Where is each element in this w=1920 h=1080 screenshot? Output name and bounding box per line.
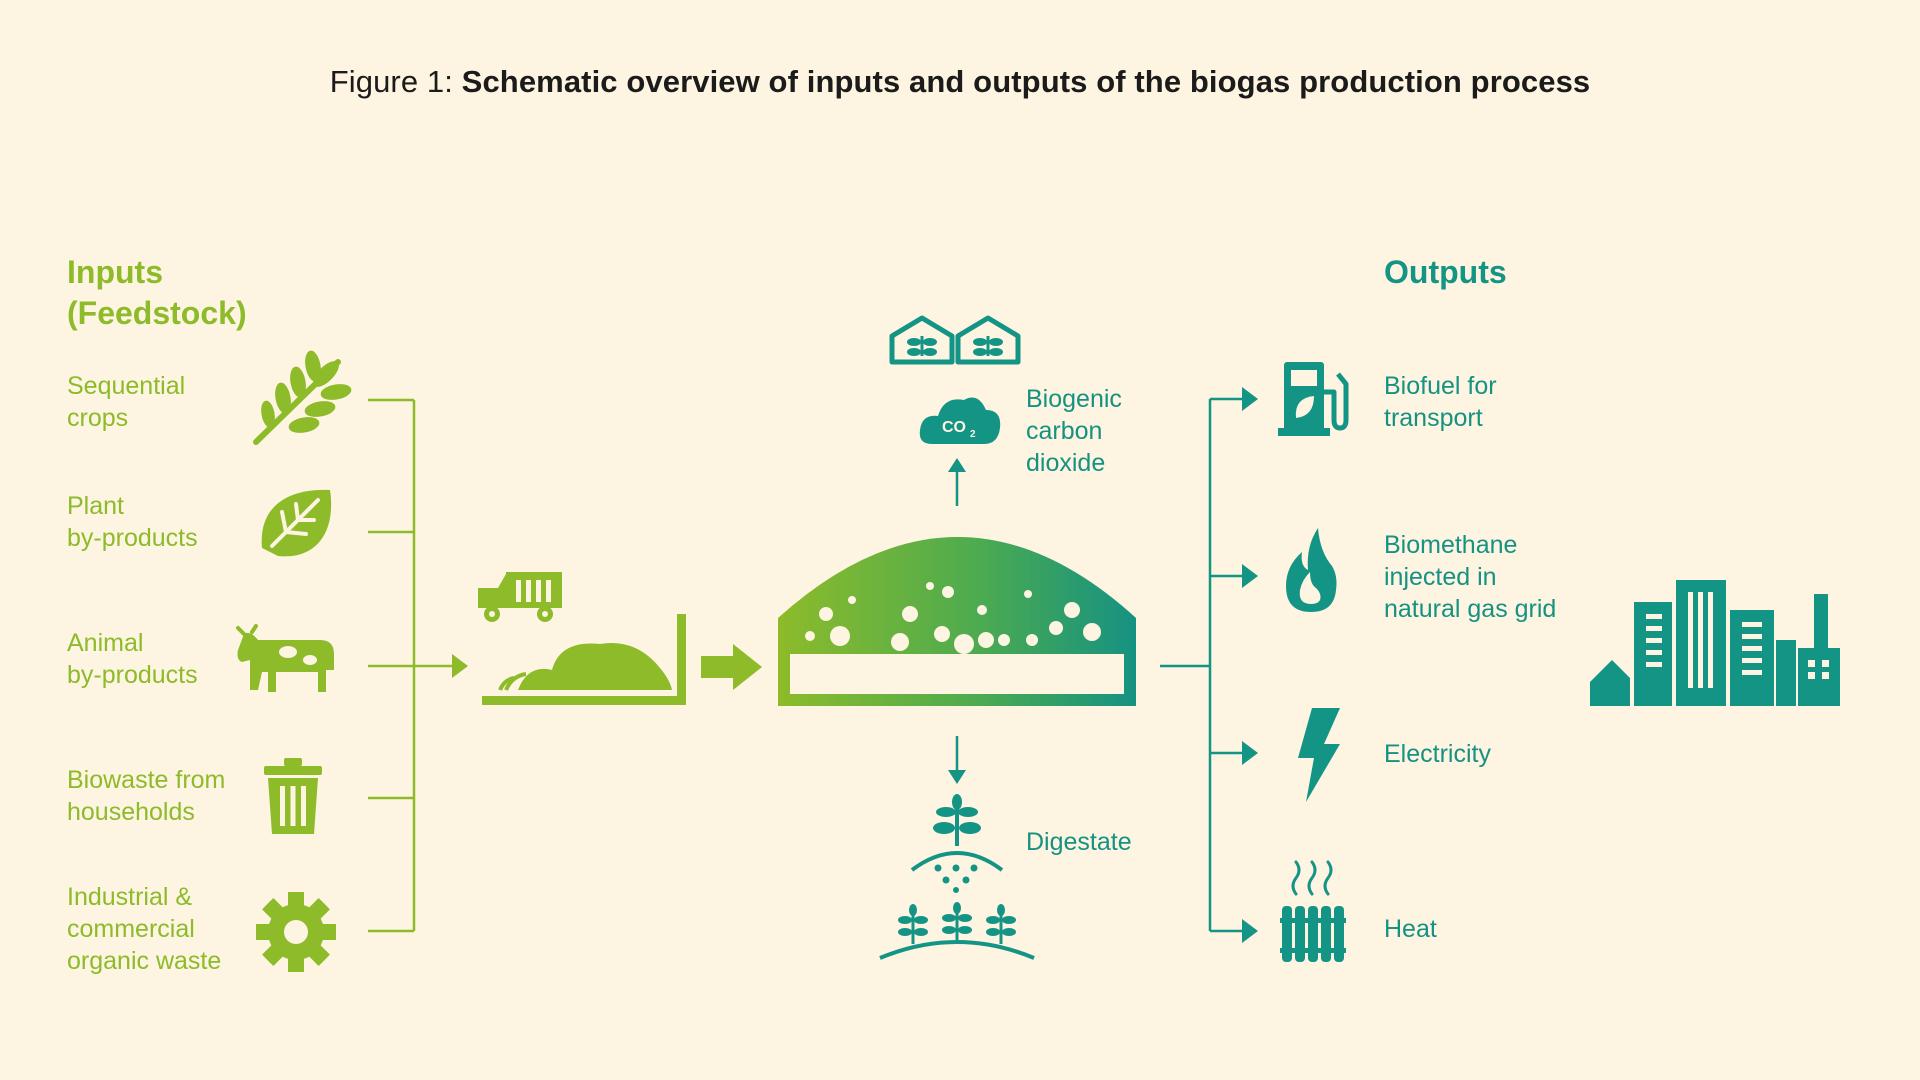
input-label-line: by-products: [67, 524, 198, 552]
output-label-line: Biomethane: [1384, 531, 1518, 559]
input-label-line: commercial: [67, 915, 195, 943]
input-label-industrial-waste: Industrial & commercial organic waste: [67, 881, 307, 977]
gear-icon: [256, 892, 336, 972]
wheat-icon: [253, 350, 352, 445]
co2-badge-text: CO: [942, 419, 966, 436]
city-skyline-icon: [1590, 580, 1840, 706]
fuel-pump-icon: [1278, 362, 1349, 436]
flame-icon: [1286, 528, 1337, 612]
figure-title-main: Schematic overview of inputs and outputs…: [461, 64, 1591, 99]
truck-icon: [478, 572, 562, 622]
radiator-icon: [1280, 860, 1346, 962]
input-connector: [368, 398, 456, 933]
figure-title: Figure 1: Schematic overview of inputs a…: [0, 64, 1920, 100]
digestate-arrow: [948, 736, 966, 784]
outputs-heading: Outputs: [1384, 254, 1507, 290]
input-label-line: households: [67, 798, 195, 826]
input-label-sequential-crops: Sequential crops: [67, 370, 267, 434]
crops-row-icon: [879, 902, 1035, 960]
leaf-icon: [261, 489, 332, 557]
input-arrow-head: [452, 654, 468, 678]
lightning-icon: [1298, 708, 1340, 802]
co2-badge-subscript: 2: [970, 429, 976, 440]
feedstock-storage-icon: [482, 614, 686, 705]
figure-title-prefix: Figure 1:: [329, 64, 453, 99]
output-label-biomethane: Biomethane injected in natural gas grid: [1384, 529, 1614, 625]
inputs-heading-line1: Inputs: [67, 254, 163, 290]
output-label-biofuel: Biofuel for transport: [1384, 370, 1614, 434]
cow-icon: [236, 624, 334, 692]
co2-cloud-icon: CO 2: [919, 397, 1001, 444]
input-label-plant-by-products: Plant by-products: [67, 490, 267, 554]
input-label-line: Animal: [67, 629, 144, 657]
digester-dome: [778, 537, 1136, 706]
input-label-line: Sequential: [67, 372, 186, 400]
input-label-biowaste: Biowaste from households: [67, 764, 307, 828]
output-label-electricity: Electricity: [1384, 740, 1491, 768]
digestate-label: Digestate: [1026, 828, 1132, 856]
input-label-line: Plant: [67, 492, 124, 520]
input-label-animal-by-products: Animal by-products: [67, 627, 267, 691]
greenhouse-icon: [889, 315, 1021, 365]
inputs-heading-line2: (Feedstock): [67, 295, 247, 331]
sprout-soil-icon: [910, 794, 1004, 893]
co2-label-line: dioxide: [1026, 449, 1106, 477]
input-label-line: crops: [67, 404, 129, 432]
co2-arrow: [948, 458, 966, 506]
input-label-line: Industrial &: [67, 883, 193, 911]
input-label-line: organic waste: [67, 947, 222, 975]
trash-bin-icon: [264, 758, 322, 834]
output-label-line: transport: [1384, 404, 1483, 432]
input-label-line: by-products: [67, 661, 198, 689]
input-label-line: Biowaste from: [67, 766, 226, 794]
output-label-line: injected in: [1384, 563, 1497, 591]
co2-label-line: carbon: [1026, 417, 1103, 445]
inputs-heading: Inputs (Feedstock): [67, 252, 367, 334]
co2-label: Biogenic carbon dioxide: [1026, 383, 1186, 479]
output-connector: [1160, 397, 1244, 933]
output-label-heat: Heat: [1384, 915, 1437, 943]
gas-bubbles: [805, 582, 1101, 654]
feed-arrow: [701, 644, 762, 690]
co2-label-line: Biogenic: [1026, 385, 1122, 413]
output-arrow-heads: [1242, 387, 1258, 943]
output-label-line: natural gas grid: [1384, 595, 1557, 623]
output-label-line: Biofuel for: [1384, 372, 1497, 400]
